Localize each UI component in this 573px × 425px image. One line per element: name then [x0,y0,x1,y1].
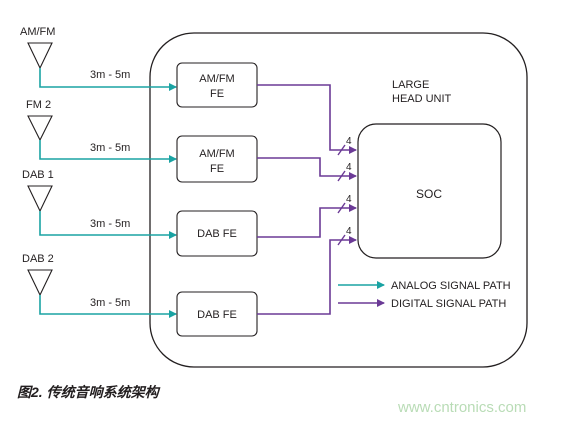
cable-length-label: 3m - 5m [90,297,130,309]
digital-path-4 [257,236,357,315]
frontend-label: AM/FM [199,73,234,85]
head-unit-box [149,32,528,368]
bus-width-marker: 4 [337,226,352,246]
head-unit-label-line1: LARGE [392,79,429,91]
digital-path-2 [257,157,357,180]
frontend-label: DAB FE [197,228,237,240]
analog-path-3 [39,211,177,239]
analog-path-2 [39,140,177,163]
antenna-amfm: AM/FM [20,26,55,70]
bus-width-label: 4 [346,194,352,205]
digital-path-1 [257,84,357,154]
legend-analog-label: ANALOG SIGNAL PATH [391,280,511,292]
antenna-fm2: FM 2 [26,99,53,142]
antenna-label: DAB 2 [22,253,54,265]
bus-width-label: 4 [346,162,352,173]
frontend-label: FE [210,163,224,175]
head-unit-label-line2: HEAD UNIT [392,93,452,105]
bus-width-label: 4 [346,226,352,237]
digital-path-3 [257,204,357,238]
soc-label: SOC [416,187,442,201]
cable-length-label: 3m - 5m [90,218,130,230]
frontend-label: FE [210,88,224,100]
legend-digital-label: DIGITAL SIGNAL PATH [391,298,506,310]
watermark: www.cntronics.com [397,399,526,416]
bus-width-label: 4 [346,136,352,147]
cable-length-label: 3m - 5m [90,142,130,154]
bus-width-marker: 4 [337,136,352,156]
frontend-dab-1: DAB FE [176,210,258,257]
bus-width-marker: 4 [337,162,352,182]
analog-path-4 [39,295,177,318]
antenna-dab2: DAB 2 [22,253,54,297]
antenna-label: DAB 1 [22,169,54,181]
cable-length-label: 3m - 5m [90,69,130,81]
frontend-label: AM/FM [199,148,234,160]
frontend-dab-2: DAB FE [176,291,258,337]
frontend-amfm-1: AM/FM FE [176,62,258,108]
bus-width-marker: 4 [337,194,352,214]
analog-path-1 [39,68,177,91]
antenna-label: FM 2 [26,99,51,111]
figure-caption: 图2. 传统音响系统架构 [17,384,161,400]
antenna-dab1: DAB 1 [22,169,54,213]
frontend-label: DAB FE [197,309,237,321]
frontend-amfm-2: AM/FM FE [176,135,258,183]
antenna-label: AM/FM [20,26,55,38]
soc-block [357,123,502,259]
